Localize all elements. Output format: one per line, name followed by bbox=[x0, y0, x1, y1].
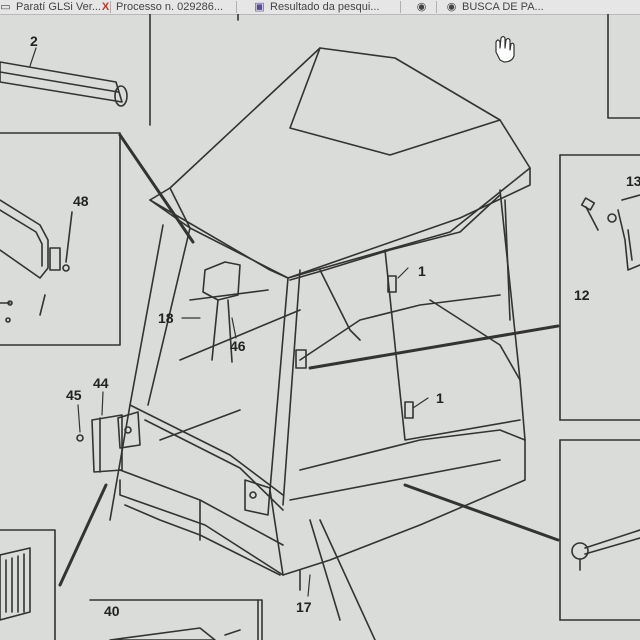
callout-18: 18 bbox=[158, 310, 174, 326]
callout-1-upper: 1 bbox=[418, 263, 426, 279]
tab-parati[interactable]: ▭ Paratí GLSi Ver... bbox=[0, 0, 108, 14]
callout-13: 13 bbox=[626, 173, 640, 189]
tab-processo[interactable]: X Processo n. 029286... bbox=[100, 0, 230, 14]
cab-roof bbox=[149, 47, 531, 279]
mirror-part-46 bbox=[202, 261, 241, 363]
callout-12: 12 bbox=[574, 287, 590, 303]
page-icon: ▭ bbox=[0, 0, 11, 13]
part-2-tube bbox=[0, 61, 128, 107]
callout-2: 2 bbox=[30, 33, 38, 49]
inset-right-detail bbox=[580, 194, 640, 271]
tab-separator bbox=[400, 1, 401, 13]
tab-separator bbox=[236, 1, 237, 13]
callout-44: 44 bbox=[93, 375, 109, 391]
part-44-45 bbox=[76, 414, 123, 473]
tab-globe[interactable]: ◉ bbox=[416, 0, 436, 14]
callout-40: 40 bbox=[104, 603, 120, 619]
diagram-frames bbox=[0, 14, 640, 640]
callout-48: 48 bbox=[73, 193, 89, 209]
browser-tab-bar: ▭ Paratí GLSi Ver... X Processo n. 029286.… bbox=[0, 0, 640, 15]
x-logo-icon: X bbox=[101, 0, 110, 13]
hinge-parts bbox=[117, 275, 414, 516]
tab-label: Processo n. 029286... bbox=[116, 1, 224, 13]
tab-resultado[interactable]: ▣ Resultado da pesqui... bbox=[254, 0, 404, 14]
globe-icon: ◉ bbox=[446, 0, 457, 13]
leader-lines bbox=[58, 133, 560, 587]
tab-busca[interactable]: ◉ BUSCA DE PA... bbox=[446, 0, 640, 14]
handle-part bbox=[571, 529, 640, 571]
bottom-left-parts bbox=[0, 547, 241, 640]
globe-icon: ◉ bbox=[416, 0, 427, 13]
callout-46: 46 bbox=[230, 338, 246, 354]
cab-body bbox=[109, 189, 526, 640]
callout-17: 17 bbox=[296, 599, 312, 615]
inset-left-detail bbox=[0, 199, 73, 323]
callout-numbers: 2 48 13 12 1 1 18 46 45 44 17 40 bbox=[30, 33, 640, 619]
tab-separator bbox=[436, 1, 437, 13]
hand-cursor-icon bbox=[495, 35, 515, 63]
tab-separator bbox=[110, 1, 111, 13]
parts-diagram: 2 48 13 12 1 1 18 46 45 44 17 40 bbox=[0, 14, 640, 640]
tab-label: BUSCA DE PA... bbox=[462, 1, 544, 13]
tab-label: Resultado da pesqui... bbox=[270, 1, 380, 13]
callout-45: 45 bbox=[66, 387, 82, 403]
callout-leaders bbox=[29, 47, 429, 597]
callout-1-lower: 1 bbox=[436, 390, 444, 406]
page-icon: ▣ bbox=[254, 0, 265, 13]
tab-label: Paratí GLSi Ver... bbox=[16, 1, 101, 13]
